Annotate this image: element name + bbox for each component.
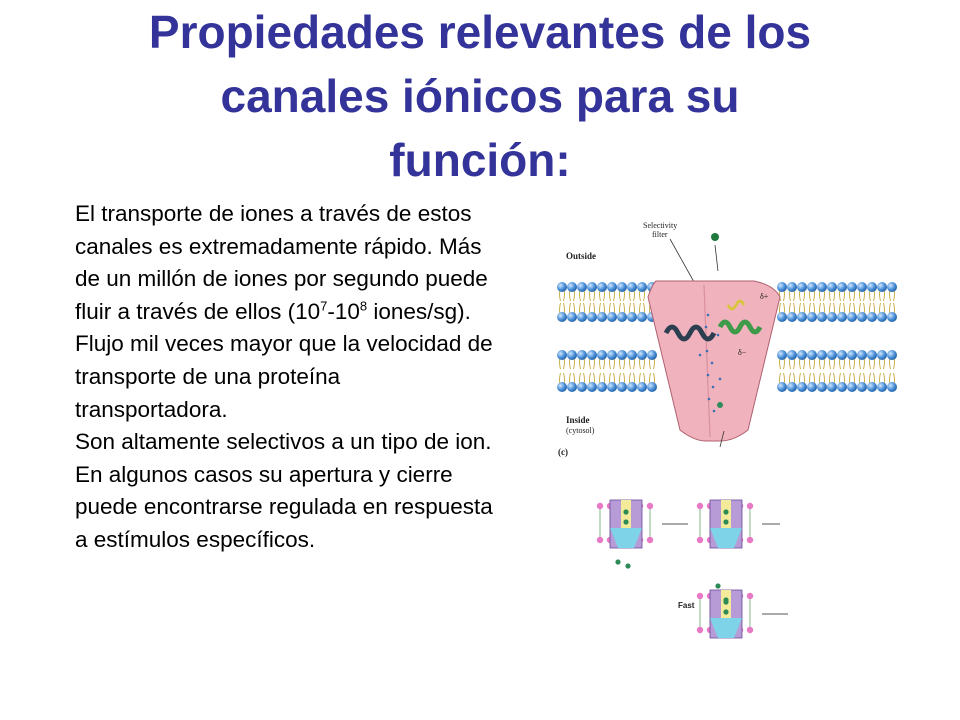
p1-text-b: -10 <box>327 298 360 324</box>
title-line-1: Propiedades relevantes de los <box>148 6 812 58</box>
lipid-bilayer <box>557 282 897 392</box>
p1-text-a: El transporte de iones a través de estos… <box>75 201 488 324</box>
channel-sequence-diagram: Fast <box>596 499 788 639</box>
outside-label: Outside <box>566 251 596 261</box>
panel-c-label: (c) <box>558 447 568 457</box>
body-text: El transporte de iones a través de estos… <box>75 198 495 557</box>
selectivity-filter-label: Selectivity filter <box>643 221 679 239</box>
helix-left <box>663 324 717 342</box>
cytosol-label: (cytosol) <box>566 426 595 435</box>
inside-label: Inside <box>566 415 590 425</box>
title-line-3: función: <box>389 134 571 186</box>
paragraph-transport-speed: El transporte de iones a través de estos… <box>75 198 495 426</box>
paragraph-selectivity: Son altamente selectivos a un tipo de io… <box>75 429 492 455</box>
delta-minus-label: δ− <box>738 348 747 357</box>
paragraph-regulation: En algunos casos su apertura y cierre pu… <box>75 461 493 552</box>
delta-plus-label: δ+ <box>760 292 769 301</box>
fast-label: Fast <box>678 601 695 610</box>
exponent-7: 7 <box>320 298 328 314</box>
title-line-2: canales iónicos para su <box>220 70 740 122</box>
channel-protein <box>647 280 781 442</box>
ion-outside <box>711 233 719 241</box>
exponent-8: 8 <box>359 298 368 314</box>
slide-title: Propiedades relevantes de los canales ió… <box>0 0 960 192</box>
ion-channel-figure: Outside Selectivity filter δ+ δ− Inside … <box>557 221 897 457</box>
p1-text-c: iones/sg). Flujo mil veces mayor que la … <box>75 298 493 422</box>
helix-right <box>717 319 763 335</box>
